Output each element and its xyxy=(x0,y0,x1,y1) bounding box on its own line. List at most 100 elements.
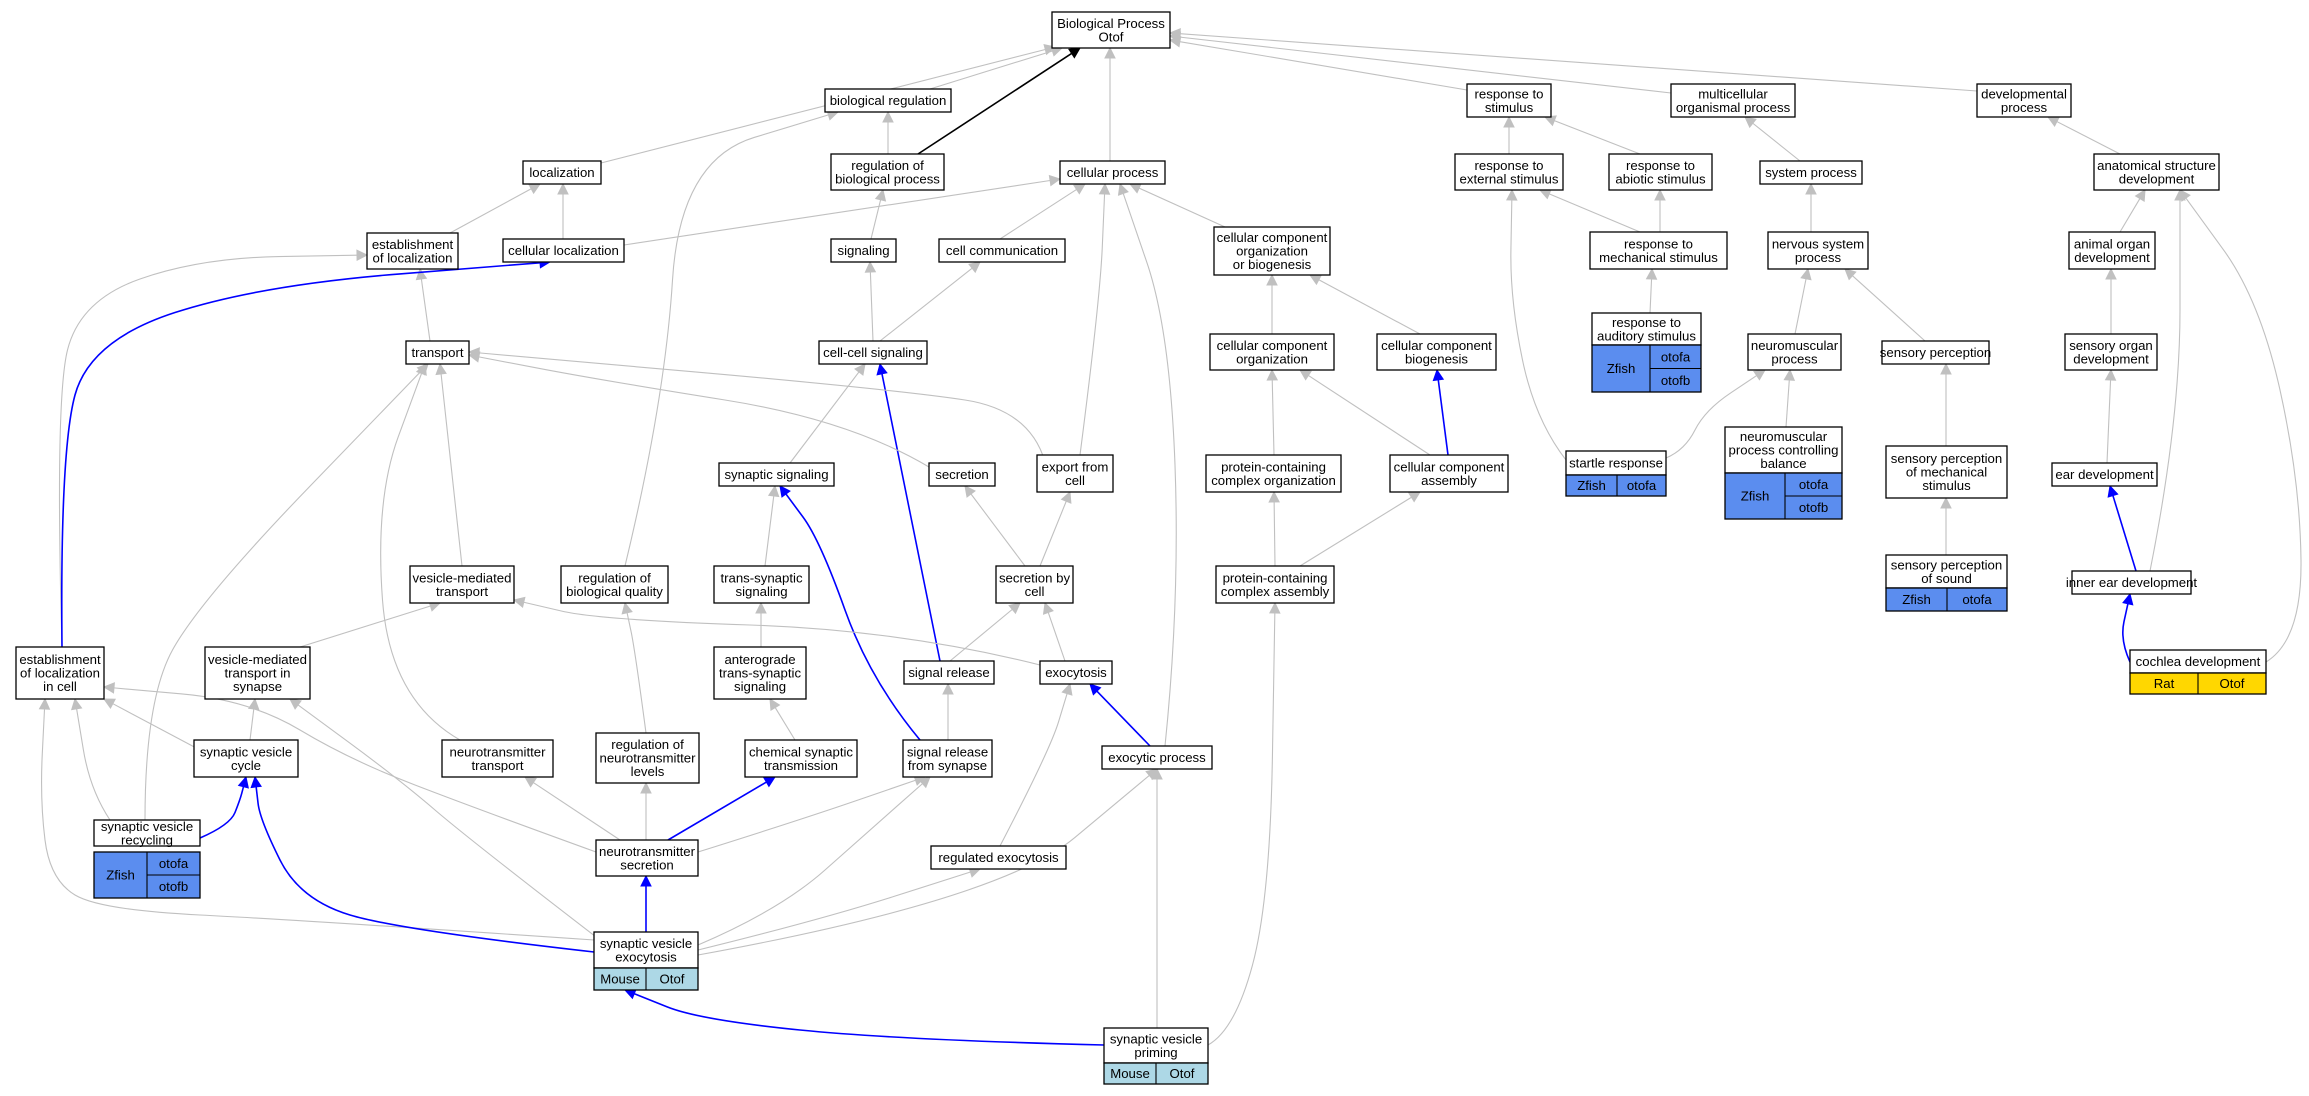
go-term-localization[interactable]: localization xyxy=(522,160,602,185)
term-label-line: sensory organ xyxy=(2069,338,2153,353)
term-label-line: development xyxy=(2119,171,2195,186)
go-term-synaptic-signaling[interactable]: synaptic signaling xyxy=(718,462,835,487)
term-label-line: trans-synaptic xyxy=(720,570,802,585)
term-label-line: organization xyxy=(1236,244,1308,259)
term-label-line: neuromuscular xyxy=(1740,429,1828,444)
term-label-line: or biogenesis xyxy=(1233,257,1312,272)
go-term-system-process[interactable]: system process xyxy=(1759,160,1863,185)
edge-line xyxy=(879,267,973,342)
edge-arrowhead xyxy=(356,249,369,261)
go-term-cell-cell-signaling[interactable]: cell-cell signaling xyxy=(818,340,928,365)
gene-label: otofa xyxy=(1799,477,1829,492)
edge-export-from-cell-to-cellular-process xyxy=(1079,182,1111,456)
term-label-line: secretion by xyxy=(999,570,1071,585)
term-box xyxy=(1885,445,2008,499)
term-label-line: vesicle-mediated xyxy=(413,570,512,585)
term-label-line: synaptic vesicle xyxy=(101,819,193,834)
go-term-cellular-process[interactable]: cellular process xyxy=(1059,160,1166,185)
edge-line xyxy=(2112,495,2137,572)
term-box xyxy=(1724,426,1843,474)
term-box xyxy=(2071,570,2192,595)
go-term-ear-development[interactable]: ear development xyxy=(2051,462,2158,487)
go-term-secretion[interactable]: secretion xyxy=(928,462,996,487)
term-label-line: of sound xyxy=(1921,571,1972,586)
edge-arrowhead xyxy=(779,485,791,498)
edge-arrowhead xyxy=(1089,683,1102,696)
go-term-exocytic-process[interactable]: exocytic process xyxy=(1101,745,1213,770)
go-term-sensory-perception[interactable]: sensory perception xyxy=(1880,340,1991,365)
edge-line xyxy=(1096,690,1151,747)
term-box xyxy=(928,462,996,487)
edge-cochlea-development-to-inner-ear-development xyxy=(2122,592,2134,663)
go-term-inner-ear-development[interactable]: inner ear development xyxy=(2066,570,2198,595)
go-term-regulated-exocytosis[interactable]: regulated exocytosis xyxy=(930,845,1067,870)
go-term-transport[interactable]: transport xyxy=(405,340,470,365)
go-term-biological-regulation[interactable]: biological regulation xyxy=(824,88,952,113)
edge-line xyxy=(1179,36,1672,94)
edge-line xyxy=(2119,198,2141,233)
edge-arrowhead xyxy=(874,188,887,202)
gene-label: otofb xyxy=(159,879,188,894)
edge-synaptic-vesicle-cycle-to-establishment-of-localization-in-cell xyxy=(103,698,201,751)
edge-secretion-by-cell-to-secretion xyxy=(964,485,1026,567)
edge-line xyxy=(697,783,923,946)
go-term-cell-communication[interactable]: cell communication xyxy=(938,238,1066,263)
edge-line xyxy=(449,188,532,234)
go-term-cellular-localization[interactable]: cellular localization xyxy=(502,238,625,263)
go-term-exocytosis[interactable]: exocytosis xyxy=(1039,660,1113,685)
edge-cellular-localization-to-cellular-process xyxy=(623,174,1062,246)
edge-neurotransmitter-secretion-to-neurotransmitter-transport xyxy=(524,776,621,841)
go-term-signal-release[interactable]: signal release xyxy=(903,660,995,685)
edge-line xyxy=(1549,193,1641,233)
term-label-line: process xyxy=(1795,250,1842,265)
go-term-signaling[interactable]: signaling xyxy=(830,238,897,263)
edge-arrowhead xyxy=(854,363,866,376)
term-label-line: mechanical stimulus xyxy=(1599,250,1718,265)
term-box xyxy=(366,232,459,270)
term-label-line: development xyxy=(2073,351,2149,366)
